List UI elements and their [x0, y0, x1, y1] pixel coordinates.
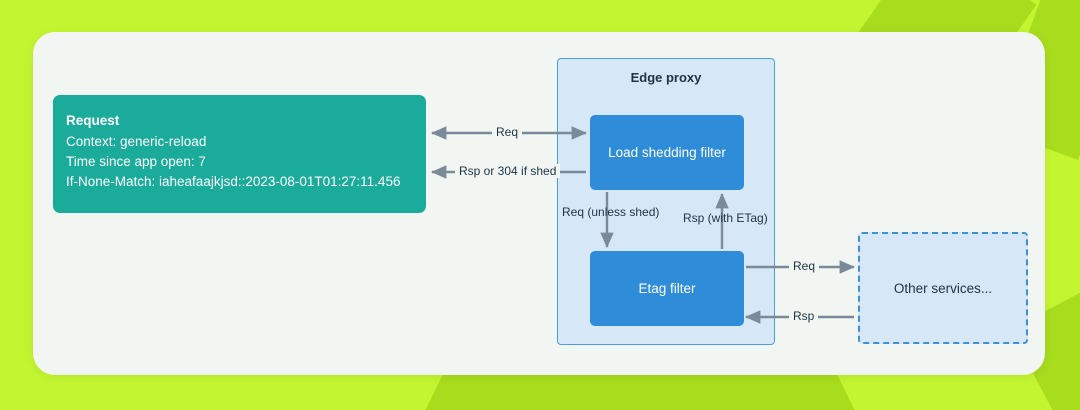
request-line-time: Time since app open: 7	[66, 154, 206, 169]
arrow-label-req-unless-shed: Req (unless shed)	[562, 205, 660, 219]
other-services-box: Other services...	[858, 232, 1028, 344]
arrow-label-rsp-services: Rsp	[789, 309, 819, 323]
request-line-if-none-match: If-None-Match: iaheafaajkjsd::2023-08-01…	[66, 174, 401, 189]
arrow-label-rsp-or-304: Rsp or 304 if shed	[455, 164, 561, 178]
etag-filter-box: Etag filter	[590, 251, 744, 326]
load-shedding-filter-box: Load shedding filter	[590, 115, 744, 190]
arrow-label-req-services: Req	[789, 259, 820, 273]
arrow-label-rsp-with-etag: Rsp (with ETag)	[683, 211, 768, 225]
request-box: Request Context: generic-reload Time sin…	[53, 95, 426, 213]
edge-proxy-title: Edge proxy	[630, 70, 702, 85]
request-line-context: Context: generic-reload	[66, 134, 207, 149]
request-box-title: Request	[66, 113, 120, 128]
arrow-label-req-top: Req	[492, 125, 523, 139]
